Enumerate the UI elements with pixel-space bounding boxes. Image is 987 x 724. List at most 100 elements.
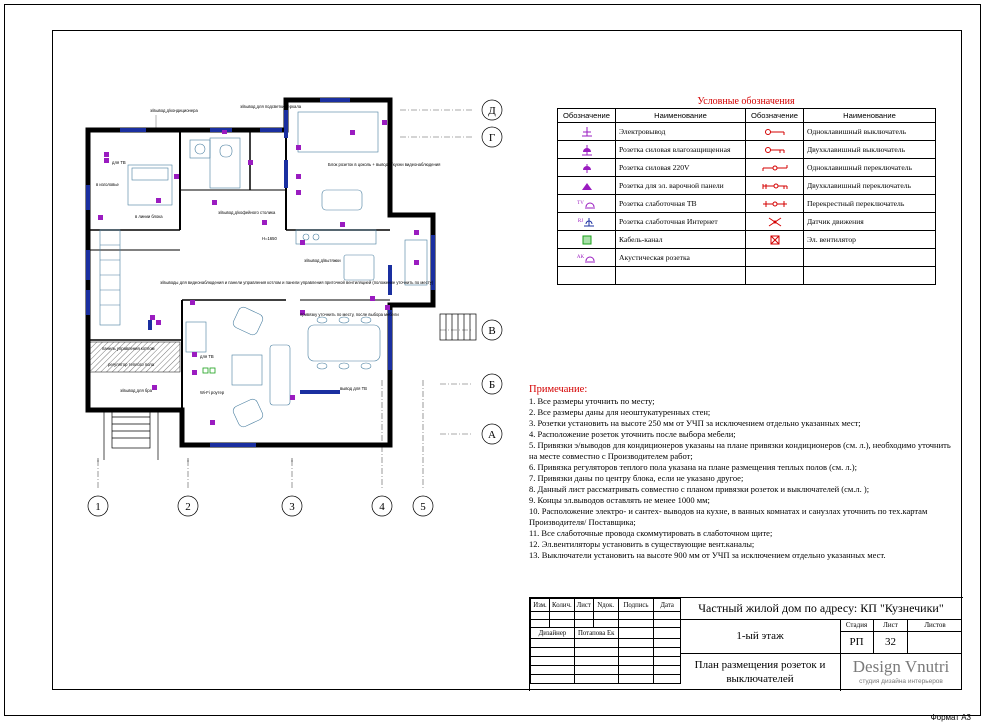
legend-empty-cell xyxy=(745,266,804,285)
studio-subtitle: студия дизайна интерьеров xyxy=(859,678,943,685)
power-socket-220v-icon xyxy=(557,158,616,177)
note-item: 2. Все размеры даны для неоштукатуренных… xyxy=(529,407,711,417)
note-item: 3. Розетки установить на высоте 250 мм о… xyxy=(529,418,861,428)
hatched-zone xyxy=(89,341,181,373)
annotation-block-line: в линии блока xyxy=(135,214,163,219)
annotation-video-boiler: э/выводы для видеонаблюдения и панели уп… xyxy=(160,280,434,285)
axis-lines xyxy=(97,109,472,490)
legend-row: Розетка для эл. варочной панели Двухклав… xyxy=(557,176,936,195)
annotation-coffee-table: э/вывод д/кофейного столика xyxy=(218,210,276,215)
floor-label: 1-ый этаж xyxy=(680,619,841,654)
legend-name: Розетка слаботочная ТВ xyxy=(615,194,746,213)
note-item: 9. Концы эл.выводов оставлять не менее 1… xyxy=(529,495,710,505)
terrace-stairs xyxy=(439,313,477,341)
furniture xyxy=(99,111,428,428)
project-title: Частный жилой дом по адресу: КП "Кузнечи… xyxy=(680,598,962,620)
legend-name: Розетка для эл. варочной панели xyxy=(615,176,746,195)
dimension-marks xyxy=(97,458,293,462)
sheet-title: План размещения розеток и выключателей xyxy=(680,653,841,691)
annotation-floor-heating: регулятор теплого пола xyxy=(108,362,155,367)
legend-name: Розетка силовая 220V xyxy=(615,158,746,177)
legend-row: Розетка силовая 220V Одноклавишный перек… xyxy=(557,158,936,177)
legend-name: Розетка слаботочная Интернет xyxy=(615,212,746,231)
axis-label-3: 3 xyxy=(289,501,295,513)
notes: Примечание: 1. Все размеры уточнить по м… xyxy=(529,383,953,561)
stage-block: Стадия Лист Листов РП 32 xyxy=(840,619,962,654)
legend-title: Условные обозначения xyxy=(697,96,795,107)
note-item: 4. Расположение розеток уточнить после в… xyxy=(529,429,736,439)
motion-sensor-icon xyxy=(745,212,804,231)
stage-label: Стадия xyxy=(840,619,874,631)
annotation-tv-living: для ТВ xyxy=(200,354,214,359)
acoustic-socket-icon: AK xyxy=(557,248,616,267)
axis-label-v: В xyxy=(488,325,495,337)
legend-name: Кабель-канал xyxy=(615,230,746,249)
annotation-hood: э/вывод д/вытяжки xyxy=(304,258,341,263)
annotation-tv-bedroom: для ТВ xyxy=(112,160,126,165)
designer-name: Потапова Ек xyxy=(573,627,619,639)
axis-label-1: 1 xyxy=(95,501,101,513)
format-label: Формат А3 xyxy=(930,713,971,722)
stamp-header: Подпись xyxy=(617,598,655,612)
note-item: 7. Привязки даны по центру блока, если н… xyxy=(529,473,744,483)
sheets-label: Листов xyxy=(924,621,946,629)
legend-table: Обозначение Наименование Обозначение Наи… xyxy=(557,108,936,285)
legend-tag: TV xyxy=(577,201,584,207)
exhaust-fan-icon xyxy=(745,230,804,249)
legend-row: Кабель-канал Эл. вентилятор xyxy=(557,230,936,249)
annotation-headboard: в изголовье xyxy=(96,182,120,187)
note-item: 6. Привязка регуляторов теплого пола ука… xyxy=(529,462,857,472)
legend-row: Розетка силовая влагозащищенная Двухклав… xyxy=(557,140,936,159)
legend-row: RJ Розетка слаботочная Интернет Датчик д… xyxy=(557,212,936,231)
electric-points xyxy=(98,120,419,425)
double-changeover-switch-icon xyxy=(745,176,804,195)
annotation-furniture-bind: привязку уточнить по месту, после выбора… xyxy=(300,312,399,317)
single-changeover-switch-icon xyxy=(745,158,804,177)
sheet-number: 32 xyxy=(874,632,908,653)
internet-socket-icon: RJ xyxy=(557,212,616,231)
note-item: 11. Все слаботочные провода скоммутирова… xyxy=(529,528,773,538)
annotation-height: Н=1650 xyxy=(262,236,277,241)
stage-value: РП xyxy=(840,632,874,653)
plan-annotations: э/вывод д/кондиционера э/вывод для подсв… xyxy=(96,104,440,395)
studio-name: Design Vnutri xyxy=(852,657,950,676)
electrical-outlet-icon xyxy=(557,122,616,141)
note-item: 1. Все размеры уточнить по месту; xyxy=(529,396,655,406)
legend-name xyxy=(803,266,936,285)
revision-table: Изм. Колич. Лист Nдок. Подпись Дата Диза… xyxy=(530,598,681,684)
legend-header: Наименование xyxy=(615,108,746,123)
legend-empty-cell xyxy=(745,248,804,267)
legend-name: Акустическая розетка xyxy=(615,248,746,267)
legend-name: Розетка силовая влагозащищенная xyxy=(615,140,746,159)
title-block: Изм. Колич. Лист Nдок. Подпись Дата Диза… xyxy=(529,597,963,691)
notes-list: 1. Все размеры уточнить по месту; 2. Все… xyxy=(529,396,953,561)
annotation-wifi: Wi-Fi роутер xyxy=(200,390,225,395)
power-socket-waterproof-icon xyxy=(557,140,616,159)
legend-tag: AK xyxy=(576,255,585,261)
notes-title: Примечание: xyxy=(529,384,588,395)
note-item: 13. Выключатели установить на высоте 900… xyxy=(529,550,886,560)
studio-logo: Design Vnutri студия дизайна интерьеров xyxy=(840,653,962,691)
sheet-outer-frame xyxy=(4,4,981,716)
legend-name: Двухклавишный выключатель xyxy=(803,140,936,159)
legend-header: Обозначение xyxy=(745,108,804,123)
annotation-ac-outlet: э/вывод д/кондиционера xyxy=(150,108,199,113)
legend-name: Двухклавишный переключатель xyxy=(803,176,936,195)
note-item: 8. Данный лист рассматривать совместно с… xyxy=(529,484,870,494)
legend-header: Обозначение xyxy=(557,108,616,123)
legend-name: Перекрестный переключатель xyxy=(803,194,936,213)
legend-row xyxy=(557,266,936,285)
stamp-header: Дата xyxy=(653,598,681,612)
axis-label-g: Г xyxy=(489,132,495,144)
axis-label-4: 4 xyxy=(379,501,385,513)
annotation-tv-outlet: вывод для ТВ xyxy=(340,386,367,391)
note-item: 12. Эл.вентиляторы установить в существу… xyxy=(529,539,755,549)
double-switch-icon xyxy=(745,140,804,159)
walls xyxy=(85,97,436,448)
legend-name xyxy=(803,248,936,267)
annotation-sconce: э/вывод для бра xyxy=(120,388,153,393)
entrance-stairs xyxy=(103,409,159,460)
windows xyxy=(86,98,435,447)
legend-name: Датчик движения xyxy=(803,212,936,231)
axis-label-2: 2 xyxy=(185,501,191,513)
